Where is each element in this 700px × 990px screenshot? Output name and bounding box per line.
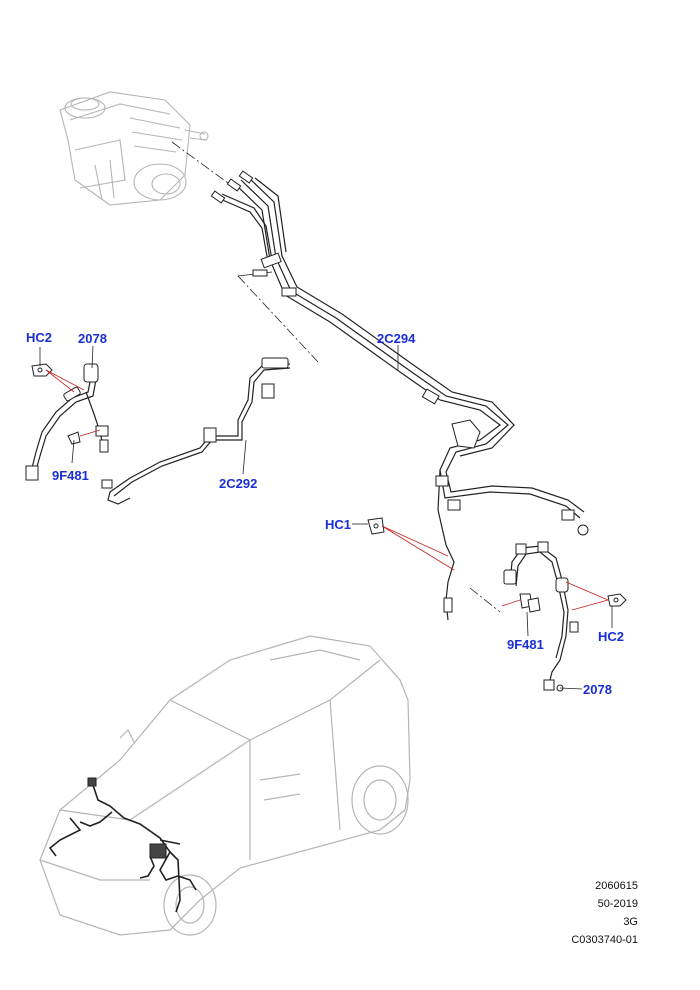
vehicle-abs-unit	[87, 777, 167, 859]
alignment-lines	[171, 141, 501, 613]
abs-modulator-unit	[59, 91, 209, 206]
callout-9f481-right: 9F481	[507, 637, 544, 652]
callout-hc1: HC1	[325, 517, 352, 532]
info-line-3: 3G	[623, 916, 638, 928]
left-hc2-bracket	[31, 363, 53, 377]
leader-lines	[45, 369, 609, 611]
callout-2078-left: 2078	[78, 331, 107, 346]
vehicle-brake-lines	[48, 781, 197, 913]
right-hose-fittings	[503, 541, 579, 692]
callout-2c294: 2C294	[377, 331, 416, 346]
hc1-bracket	[367, 517, 385, 535]
leader-lines-dark	[39, 345, 613, 690]
right-hc2-bracket	[607, 593, 627, 607]
info-line-1: 2060615	[595, 880, 638, 892]
info-line-4: C0303740-01	[571, 934, 638, 946]
brake-line-end-fittings	[210, 170, 268, 277]
right-brake-hose	[509, 545, 569, 689]
brake-line-2c294	[217, 175, 585, 621]
left-hose-fittings	[25, 363, 109, 481]
callout-hc2-left: HC2	[26, 330, 53, 345]
left-brake-hose	[31, 371, 105, 471]
callout-hc2-right: HC2	[598, 629, 625, 644]
brake-line-2c292-fittings	[101, 357, 289, 489]
brake-line-clips	[260, 252, 589, 613]
callout-2078-right: 2078	[583, 682, 612, 697]
info-line-2: 50-2019	[597, 898, 638, 910]
callout-2c292: 2C292	[219, 476, 258, 491]
callout-9f481-left: 9F481	[52, 468, 89, 483]
